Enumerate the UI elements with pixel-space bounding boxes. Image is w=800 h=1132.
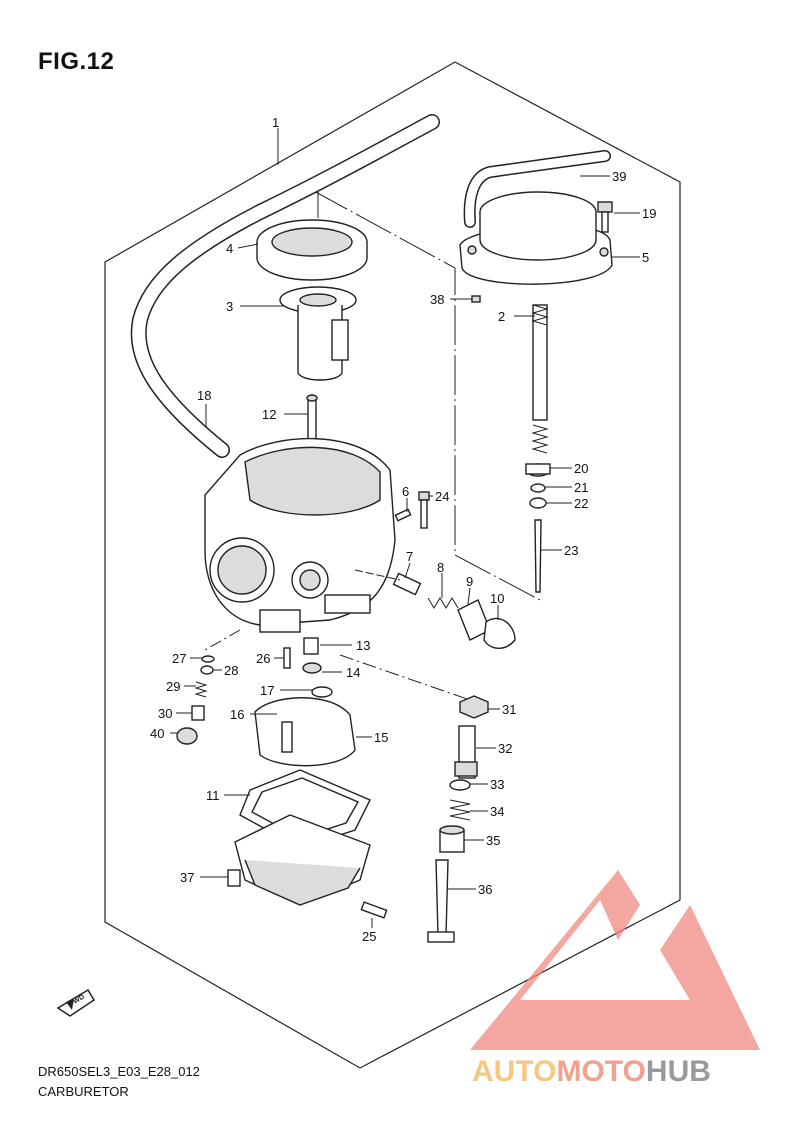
part-14-nut <box>302 662 322 674</box>
callout-13: 13 <box>356 638 370 653</box>
callout-16: 16 <box>230 707 244 722</box>
callout-18: 18 <box>197 388 211 403</box>
float-bowl <box>234 814 371 906</box>
part-40-plug <box>176 727 198 745</box>
part-25-screw <box>360 901 388 919</box>
part-19-screw <box>597 201 613 233</box>
part-27-oring <box>201 655 215 663</box>
part-21-clip <box>530 483 546 493</box>
callout-31: 31 <box>502 702 516 717</box>
callout-2: 2 <box>498 309 505 324</box>
fwd-direction-badge: FWD <box>56 988 96 1017</box>
callout-10: 10 <box>490 591 504 606</box>
part-29-spring <box>194 681 208 698</box>
figure-title: FIG.12 <box>38 48 115 75</box>
part-32-screw <box>454 725 478 779</box>
part-13-jet <box>303 637 319 655</box>
part-36-screw <box>427 859 455 943</box>
watermark-word-moto: MOTO <box>556 1055 645 1088</box>
part-31-nut <box>459 695 489 719</box>
part-28-washer <box>200 665 214 675</box>
part-37-screw <box>227 869 241 887</box>
section-name: CARBURETOR <box>38 1084 129 1099</box>
assembly-boundary <box>104 61 681 1069</box>
callout-15: 15 <box>374 730 388 745</box>
callout-24: 24 <box>435 489 449 504</box>
callout-22: 22 <box>574 496 588 511</box>
part-5-top-cover <box>459 191 613 285</box>
part-3-piston-valve <box>279 286 357 381</box>
callout-26: 26 <box>256 651 270 666</box>
model-code: DR650SEL3_E03_E28_012 <box>38 1064 200 1079</box>
part-26-jet <box>283 647 291 669</box>
carburetor-body <box>204 437 396 633</box>
callout-12: 12 <box>262 407 276 422</box>
sub-assembly-bracket <box>311 189 541 601</box>
part-8-spring <box>427 597 459 609</box>
part-35-sleeve <box>439 825 465 853</box>
part-6-screw <box>394 508 412 522</box>
callout-6: 6 <box>402 484 409 499</box>
part-15-float <box>254 697 356 767</box>
callout-28: 28 <box>224 663 238 678</box>
callout-23: 23 <box>564 543 578 558</box>
callout-39: 39 <box>612 169 626 184</box>
part-18-hose <box>130 114 440 458</box>
callout-34: 34 <box>490 804 504 819</box>
watermark-word-hub: HUB <box>646 1055 711 1088</box>
part-20-seat <box>525 463 551 477</box>
part-24-screw <box>418 491 430 529</box>
callout-11: 11 <box>206 788 220 803</box>
callout-17: 17 <box>260 683 274 698</box>
automotohub-watermark: AUTOMOTOHUB <box>470 870 760 1088</box>
callout-35: 35 <box>486 833 500 848</box>
callout-38: 38 <box>430 292 444 307</box>
part-10-boot <box>483 617 516 649</box>
part-22-washer <box>529 497 547 509</box>
part-33-oring <box>449 779 471 791</box>
callout-9: 9 <box>466 574 473 589</box>
part-23-needle <box>534 519 542 593</box>
callout-4: 4 <box>226 241 233 256</box>
svg-text:AUTOMOTOHUB: AUTOMOTOHUB <box>472 1055 711 1088</box>
callout-8: 8 <box>437 560 444 575</box>
callout-3: 3 <box>226 299 233 314</box>
callout-37: 37 <box>180 870 194 885</box>
callout-14: 14 <box>346 665 360 680</box>
callout-1: 1 <box>272 115 279 130</box>
part-30-screw <box>191 705 205 721</box>
callout-36: 36 <box>478 882 492 897</box>
callout-27: 27 <box>172 651 186 666</box>
callout-40: 40 <box>150 726 164 741</box>
callout-21: 21 <box>574 480 588 495</box>
watermark-word-auto: AUTO <box>472 1055 556 1088</box>
callout-5: 5 <box>642 250 649 265</box>
callout-7: 7 <box>406 549 413 564</box>
callout-group: 1 2 3 4 5 6 7 8 9 10 11 12 13 14 15 16 1… <box>150 115 656 944</box>
part-2-spring <box>531 304 549 454</box>
part-4-diaphragm <box>256 219 368 281</box>
callout-32: 32 <box>498 741 512 756</box>
callout-19: 19 <box>642 206 656 221</box>
callout-30: 30 <box>158 706 172 721</box>
callout-29: 29 <box>166 679 180 694</box>
part-38-plug <box>471 295 481 303</box>
callout-20: 20 <box>574 461 588 476</box>
callout-33: 33 <box>490 777 504 792</box>
callout-25: 25 <box>362 929 376 944</box>
part-17-ring <box>311 686 333 698</box>
part-34-spring <box>449 799 471 821</box>
part-7-plunger <box>392 572 422 596</box>
